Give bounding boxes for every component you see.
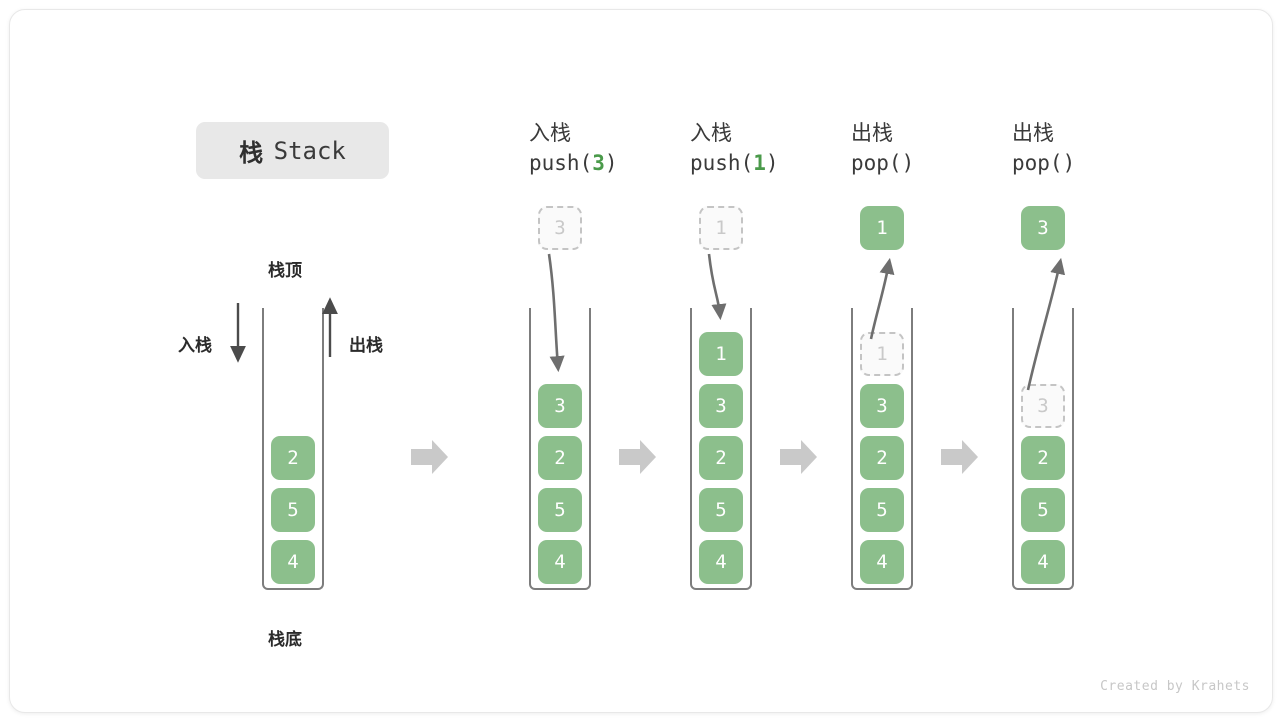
step-1-cell-3: 3 bbox=[538, 384, 582, 428]
step-3-cell-4: 4 bbox=[860, 540, 904, 584]
main-stack-cell-5: 5 bbox=[271, 488, 315, 532]
step-heading-3: 出栈 pop() bbox=[851, 118, 914, 178]
step-heading-1: 入栈 push(3) bbox=[529, 118, 618, 178]
transition-arrow-1 bbox=[410, 438, 450, 476]
step-op-code-1: push(3) bbox=[529, 151, 618, 175]
diagram-title-chip: 栈 Stack bbox=[196, 122, 389, 179]
step-4-cell-2: 2 bbox=[1021, 436, 1065, 480]
step-4-cell-4: 4 bbox=[1021, 540, 1065, 584]
step-op-code-2: push(1) bbox=[690, 151, 779, 175]
step-1-stack-shell bbox=[529, 308, 591, 590]
stack-bottom-label: 栈底 bbox=[268, 630, 302, 650]
credit-label: Created by Krahets bbox=[1100, 679, 1250, 694]
step-heading-2: 入栈 push(1) bbox=[690, 118, 779, 178]
step-op-code-4: pop() bbox=[1012, 151, 1076, 175]
step-2-floating-cell: 1 bbox=[699, 206, 743, 250]
step-4-cell-3-ghost: 3 bbox=[1021, 384, 1065, 428]
title-label-cn: 栈 bbox=[239, 139, 264, 167]
step-1-cell-2: 2 bbox=[538, 436, 582, 480]
step-op-arg-1: 3 bbox=[592, 151, 605, 175]
stack-push-label: 入栈 bbox=[178, 336, 212, 356]
step-3-cell-2: 2 bbox=[860, 436, 904, 480]
transition-arrow-2 bbox=[618, 438, 658, 476]
main-stack-cell-4: 4 bbox=[271, 540, 315, 584]
step-3-stack-shell bbox=[851, 308, 913, 590]
step-4-cell-5: 5 bbox=[1021, 488, 1065, 532]
step-1-cell-4: 4 bbox=[538, 540, 582, 584]
step-1-floating-cell: 3 bbox=[538, 206, 582, 250]
step-op-label-2: 入栈 bbox=[690, 121, 732, 145]
main-stack-shell bbox=[262, 308, 324, 590]
step-3-cell-5: 5 bbox=[860, 488, 904, 532]
step-3-cell-1-ghost: 1 bbox=[860, 332, 904, 376]
step-op-code-3: pop() bbox=[851, 151, 915, 175]
step-2-cell-4: 4 bbox=[699, 540, 743, 584]
stack-pop-label: 出栈 bbox=[349, 336, 383, 356]
step-op-label-4: 出栈 bbox=[1012, 121, 1054, 145]
step-3-floating-cell: 1 bbox=[860, 206, 904, 250]
step-2-cell-3: 3 bbox=[699, 384, 743, 428]
step-heading-4: 出栈 pop() bbox=[1012, 118, 1075, 178]
stack-top-label: 栈顶 bbox=[268, 261, 302, 281]
step-2-cell-2: 2 bbox=[699, 436, 743, 480]
step-op-arg-2: 1 bbox=[753, 151, 766, 175]
step-3-cell-3: 3 bbox=[860, 384, 904, 428]
step-4-floating-cell: 3 bbox=[1021, 206, 1065, 250]
step-op-label-3: 出栈 bbox=[851, 121, 893, 145]
step-2-cell-5: 5 bbox=[699, 488, 743, 532]
main-stack-cell-2: 2 bbox=[271, 436, 315, 480]
step-op-label-1: 入栈 bbox=[529, 121, 571, 145]
step-1-cell-5: 5 bbox=[538, 488, 582, 532]
step-4-stack-shell bbox=[1012, 308, 1074, 590]
step-2-stack-shell bbox=[690, 308, 752, 590]
title-label-en: Stack bbox=[273, 136, 346, 165]
push-arrow-step-2 bbox=[707, 253, 727, 321]
arrows-overlay bbox=[230, 253, 1066, 391]
step-2-cell-1: 1 bbox=[699, 332, 743, 376]
transition-arrow-4 bbox=[940, 438, 980, 476]
transition-arrow-3 bbox=[779, 438, 819, 476]
